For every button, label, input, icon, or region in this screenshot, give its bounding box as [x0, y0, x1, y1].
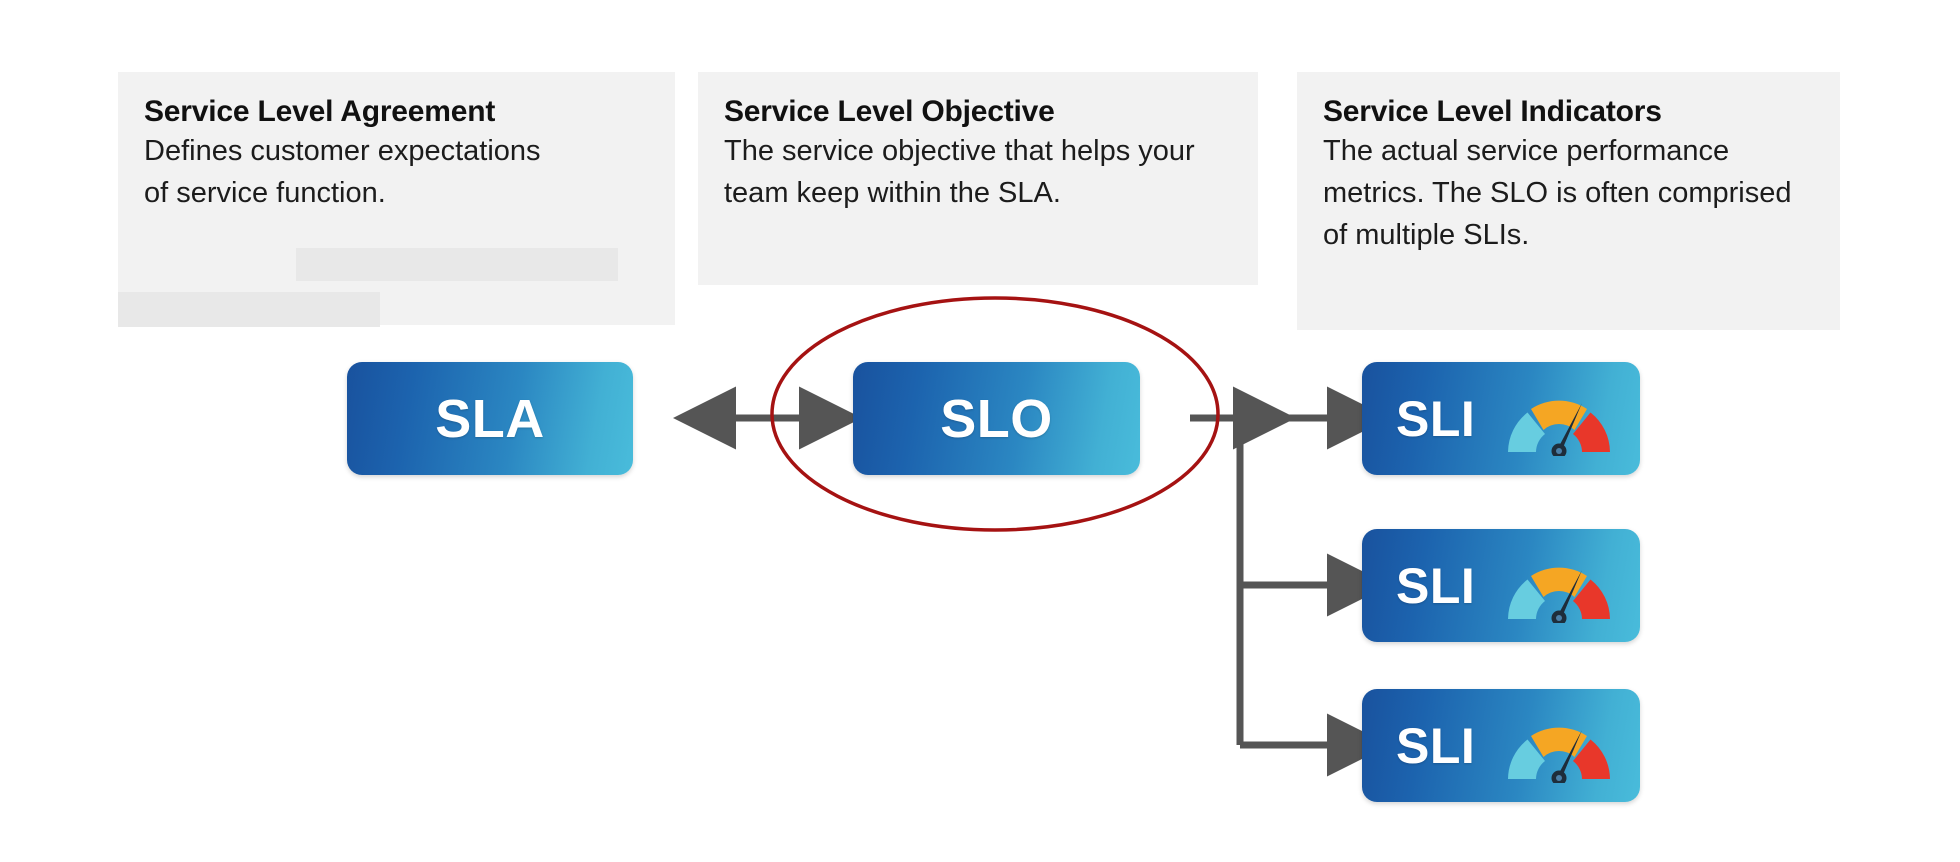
gauge-icon: [1500, 382, 1618, 456]
redaction-block: [118, 292, 380, 327]
node-sla[interactable]: SLA: [347, 362, 633, 475]
node-sli-3[interactable]: SLI: [1362, 689, 1640, 802]
card-service-level-agreement: Service Level Agreement Defines customer…: [118, 72, 675, 327]
node-sli-1[interactable]: SLI: [1362, 362, 1640, 475]
connector-slo-sli-branch: [1190, 386, 1390, 777]
card-title: Service Level Agreement: [144, 95, 496, 128]
card-body: The actual service performance metrics. …: [1323, 135, 1792, 251]
redaction-block: [296, 248, 618, 281]
node-slo-label: SLO: [940, 388, 1053, 449]
node-sla-label: SLA: [435, 388, 545, 449]
node-sli-2[interactable]: SLI: [1362, 529, 1640, 642]
card-body: The service objective that helps your te…: [724, 135, 1195, 210]
node-sli-label: SLI: [1396, 717, 1476, 774]
card-service-level-objective: Service Level Objective The service obje…: [698, 72, 1258, 285]
card-service-level-indicators: Service Level Indicators The actual serv…: [1297, 72, 1840, 330]
card-title: Service Level Indicators: [1323, 95, 1662, 128]
node-sli-label: SLI: [1396, 390, 1476, 447]
gauge-icon: [1500, 709, 1618, 783]
gauge-icon: [1500, 549, 1618, 623]
node-slo[interactable]: SLO: [853, 362, 1140, 475]
card-title: Service Level Objective: [724, 95, 1055, 128]
node-sli-label: SLI: [1396, 557, 1476, 614]
card-body: Defines customer expectations of service…: [144, 135, 541, 210]
